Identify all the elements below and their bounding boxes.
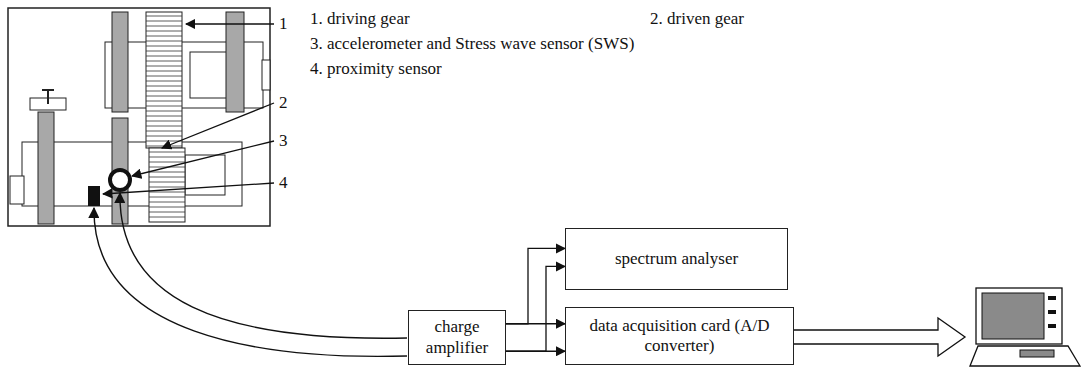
shaft-coupling bbox=[10, 176, 24, 204]
leader-line bbox=[103, 183, 274, 194]
clamp-screw bbox=[42, 89, 54, 91]
signal-line bbox=[506, 266, 565, 351]
legend-item: 4. proximity sensor bbox=[310, 60, 442, 79]
leader-line bbox=[132, 141, 274, 176]
driving-gear bbox=[146, 12, 182, 148]
acquisition-box: data acquisition card (A/D converter) bbox=[565, 307, 794, 365]
callout-number: 3 bbox=[279, 132, 288, 151]
bearing-block bbox=[226, 12, 244, 112]
driven-gear bbox=[149, 148, 185, 222]
amplifier-box: charge amplifier bbox=[408, 310, 506, 365]
callout-number: 2 bbox=[279, 94, 288, 113]
box-label: charge amplifier bbox=[409, 317, 505, 358]
top-shaft bbox=[190, 52, 230, 98]
legend-item: 1. driving gear bbox=[310, 10, 410, 29]
computer-icon bbox=[970, 288, 1080, 366]
sensor-cable bbox=[94, 208, 407, 356]
bearing-block bbox=[112, 12, 128, 112]
signal-line bbox=[506, 248, 565, 323]
rig-housing bbox=[8, 8, 270, 226]
leader-line bbox=[162, 103, 274, 148]
leader-line bbox=[186, 23, 274, 24]
legend-item: 2. driven gear bbox=[650, 10, 744, 29]
signal-line bbox=[506, 351, 565, 352]
data-flow-arrow bbox=[790, 318, 965, 356]
clamp-screw bbox=[47, 90, 49, 104]
top-shaft-end bbox=[262, 60, 270, 90]
analyser-box: spectrum analyser bbox=[565, 228, 788, 290]
bearing-block bbox=[38, 112, 54, 224]
bottom-shaft-housing bbox=[22, 142, 242, 206]
box-label: data acquisition card (A/D converter) bbox=[566, 316, 793, 357]
legend-item: 3. accelerometer and Stress wave sensor … bbox=[310, 35, 634, 54]
box-label: spectrum analyser bbox=[609, 249, 744, 269]
proximity-sensor bbox=[88, 186, 100, 206]
accelerometer-sensor bbox=[110, 170, 130, 190]
callout-number: 4 bbox=[279, 174, 288, 193]
callout-number: 1 bbox=[279, 15, 288, 34]
gear-teeth bbox=[146, 16, 185, 217]
signal-line bbox=[506, 323, 565, 324]
